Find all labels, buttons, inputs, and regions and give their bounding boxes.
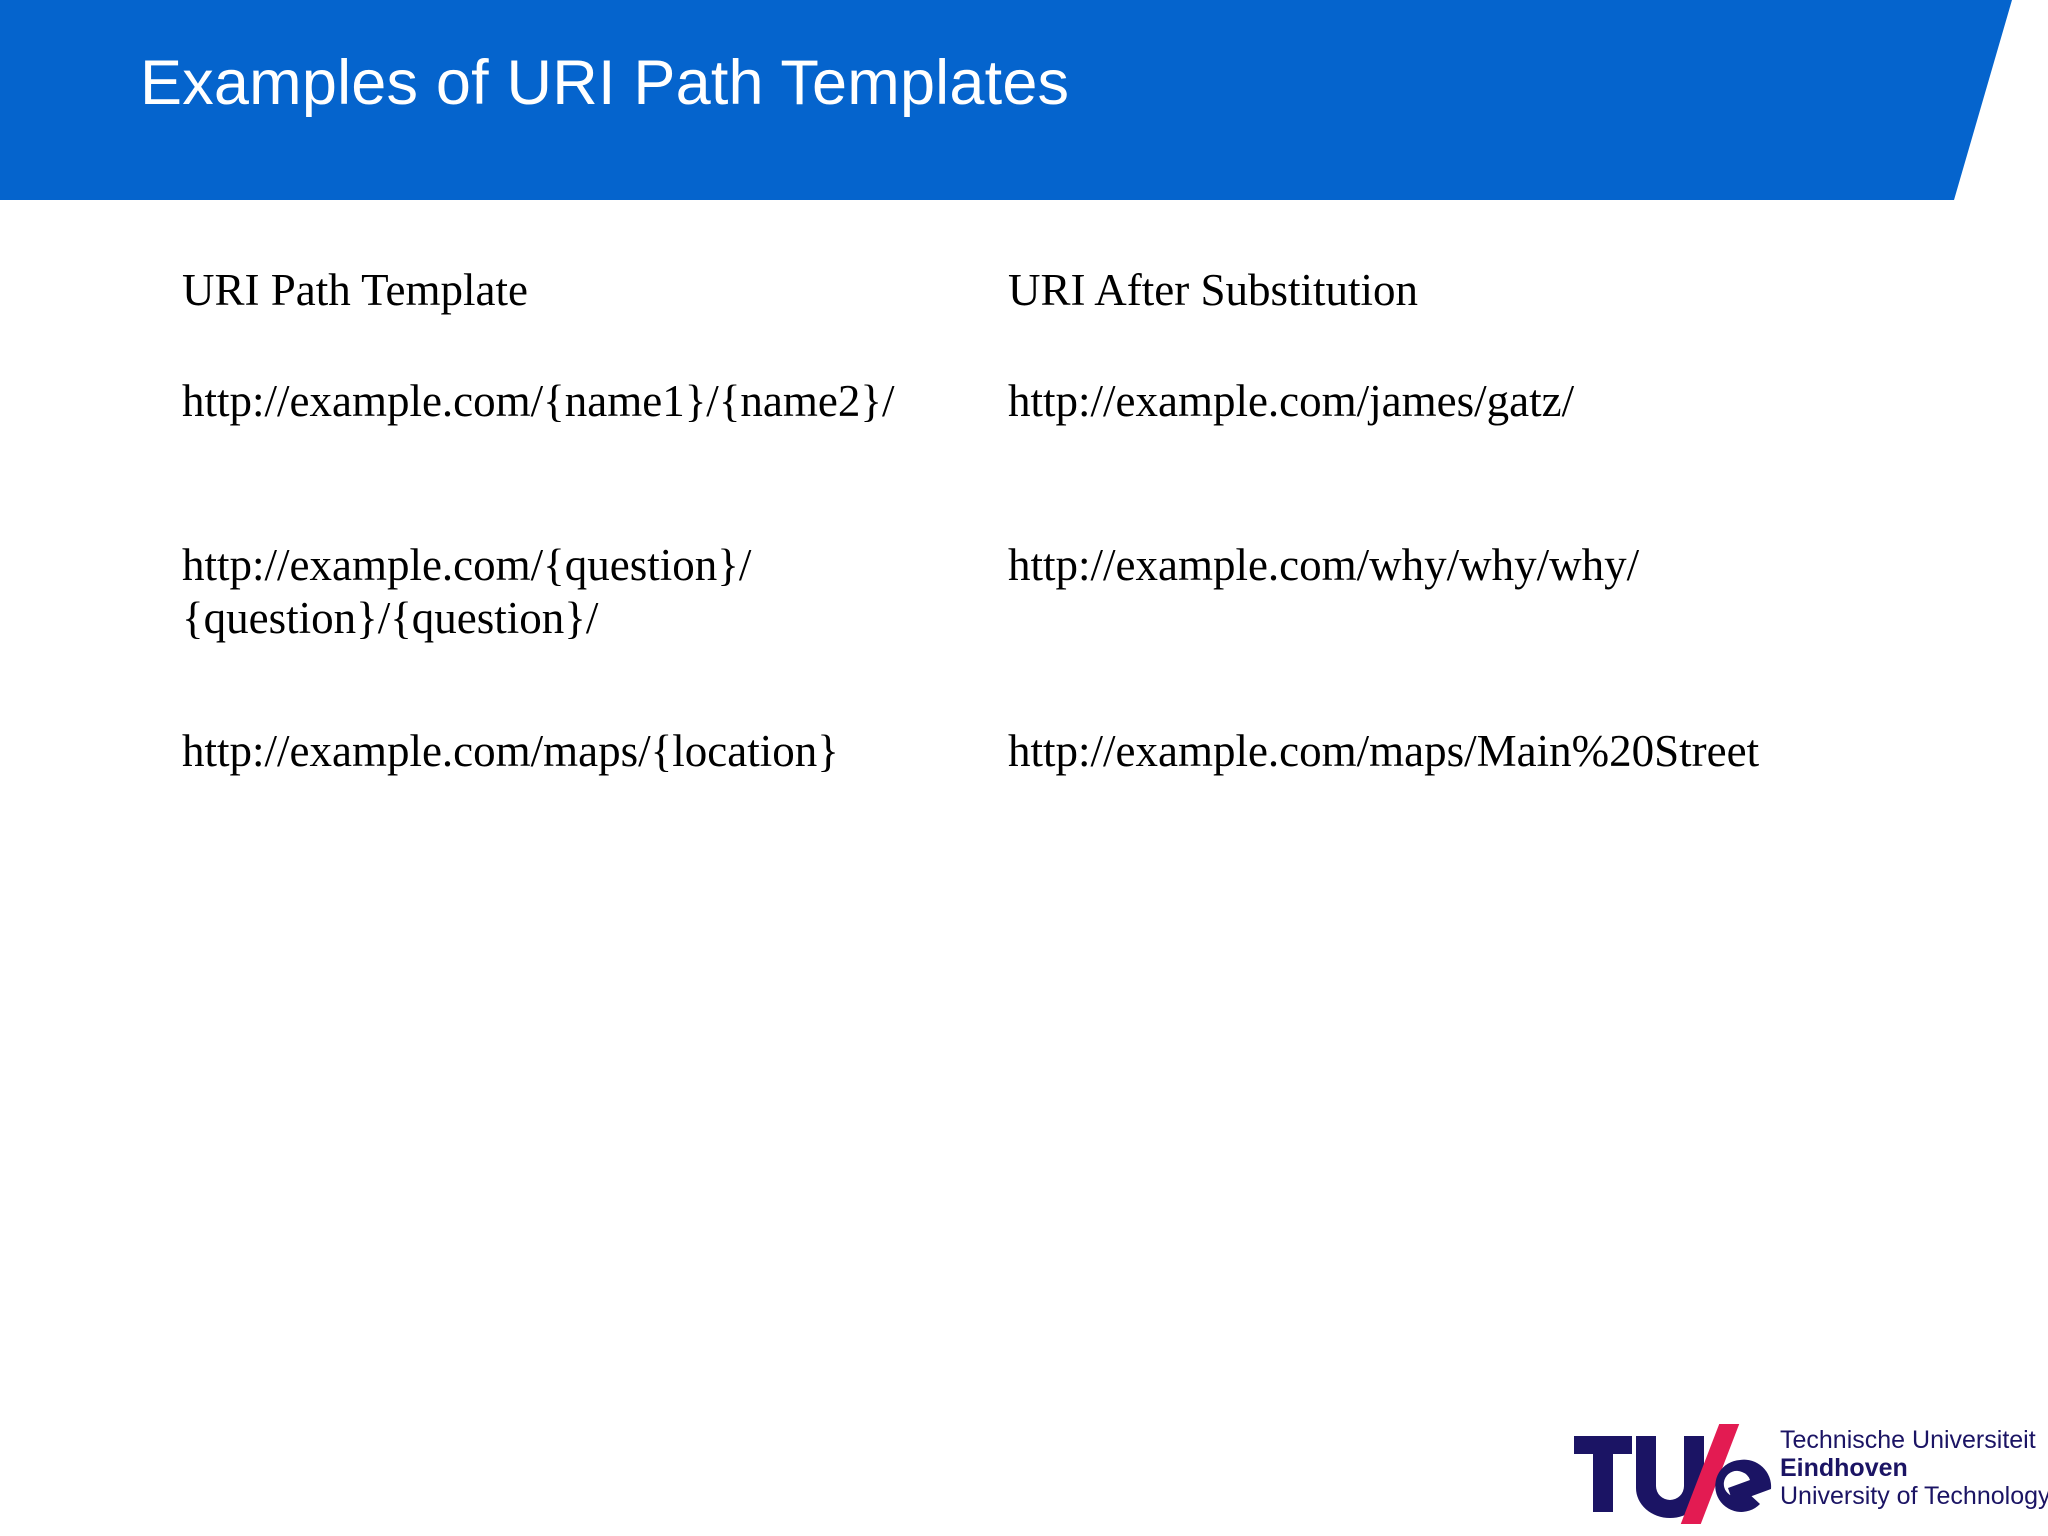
table-row-template-2-line2: {question}/{question}/ (182, 593, 599, 643)
tue-wordmark-line-1: Technische Universiteit (1780, 1426, 2036, 1454)
page-title: Examples of URI Path Templates (140, 48, 1070, 118)
table-row-substituted-3: http://example.com/maps/Main%20Street (1008, 726, 1760, 776)
table-row-substituted-1: http://example.com/james/gatz/ (1008, 376, 1575, 426)
tue-logo-wordmark: Technische Universiteit Eindhoven Univer… (1780, 1426, 2048, 1510)
header-angled-shape (0, 0, 2012, 200)
table-row-template-3: http://example.com/maps/{location} (182, 726, 839, 776)
table-row-template-2-line1: http://example.com/{question}/ (182, 540, 752, 590)
slide-content: URI Path Template URI After Substitution… (0, 200, 2048, 1536)
tue-logo-mark-icon (1574, 1424, 1772, 1524)
column-header-substitution: URI After Substitution (1008, 265, 1419, 315)
slide-header-bar: Examples of URI Path Templates (0, 0, 2048, 200)
column-header-template: URI Path Template (182, 265, 528, 315)
tue-wordmark-line-2: Eindhoven (1780, 1454, 1908, 1482)
tue-logo: Technische Universiteit Eindhoven Univer… (1572, 1424, 2048, 1524)
table-row-substituted-2: http://example.com/why/why/why/ (1008, 540, 1640, 590)
table-row-template-2: http://example.com/{question}/ {question… (182, 539, 751, 645)
table-row-template-1: http://example.com/{name1}/{name2}/ (182, 376, 895, 426)
tue-wordmark-line-3: University of Technology (1780, 1482, 2048, 1510)
